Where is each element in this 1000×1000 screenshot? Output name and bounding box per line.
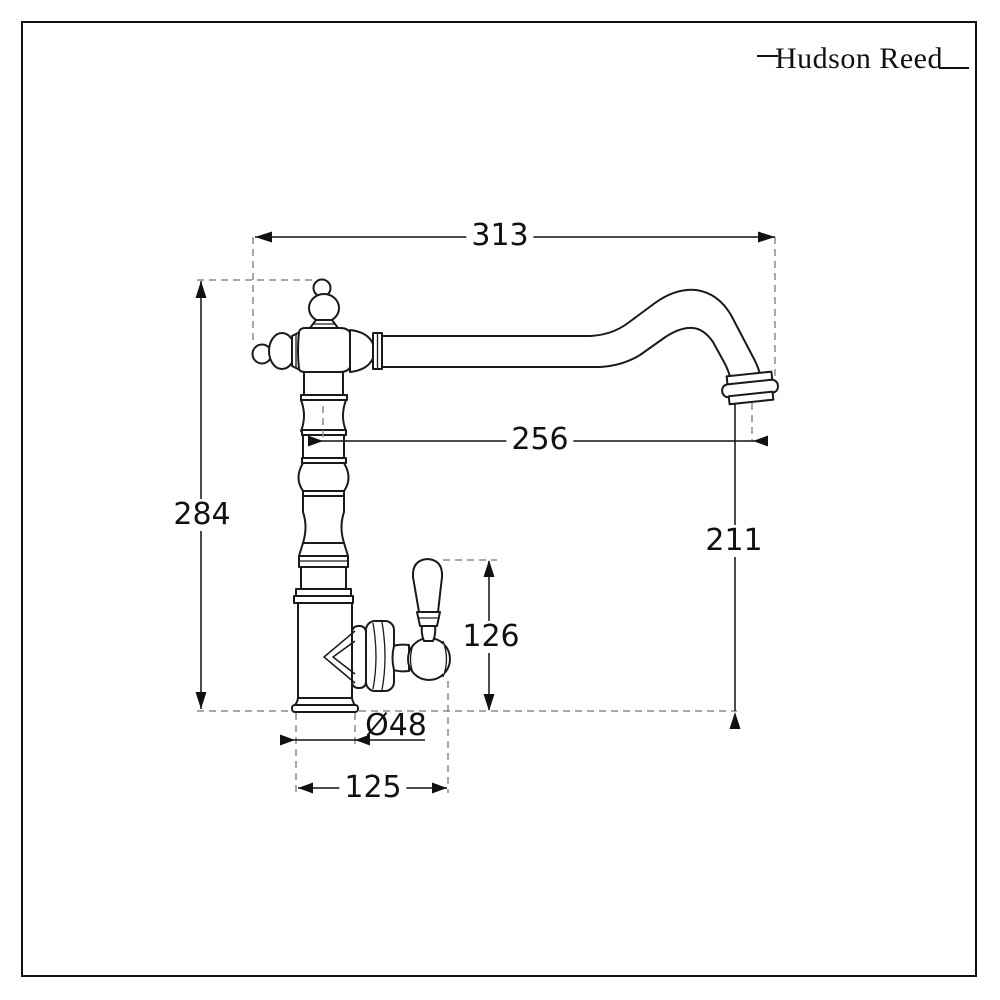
bonnet-ring-2	[293, 595, 354, 604]
drawing-border	[21, 21, 977, 977]
valve-neck	[391, 643, 410, 673]
bonnet-ring-1	[295, 588, 352, 597]
top-finial-ball	[308, 293, 340, 323]
dim-spout-reach-label: 256	[506, 424, 574, 456]
spout-outlet-aerator	[721, 370, 779, 406]
logo-right-rule	[938, 67, 969, 69]
extension-lines	[197, 237, 776, 793]
handle-collar	[416, 611, 441, 627]
dim-overall-height-label: 284	[168, 499, 236, 531]
column-concave-1	[300, 399, 347, 432]
dimension-arrowheads	[195, 231, 775, 794]
column-straight-2	[302, 495, 345, 544]
handle-lever	[411, 558, 444, 613]
port-chevrons	[323, 630, 356, 684]
spout-root-bulge	[349, 329, 374, 373]
brand-logo: Hudson Reed	[757, 44, 969, 74]
column-neck	[303, 371, 344, 397]
brand-name: Hudson Reed	[775, 42, 943, 75]
handle-stem	[420, 625, 437, 642]
dim-spout-span-label: 313	[466, 220, 534, 252]
valve-disc-2	[365, 620, 395, 692]
base-ring	[291, 704, 359, 713]
spout-tube	[377, 288, 761, 382]
dim-spout-outlet-height-label: 211	[700, 525, 768, 557]
main-body	[297, 602, 353, 699]
tee-body	[297, 327, 352, 373]
column-flare	[298, 542, 349, 557]
valve-disc-1	[351, 625, 367, 689]
column-torus	[297, 462, 350, 492]
dim-body-diameter-label: Ø48	[365, 708, 427, 743]
column-straight-3	[300, 566, 347, 590]
dim-handle-height-label: 126	[457, 621, 525, 653]
logo-left-rule	[757, 55, 778, 57]
dim-base-footprint-label: 125	[339, 772, 407, 804]
